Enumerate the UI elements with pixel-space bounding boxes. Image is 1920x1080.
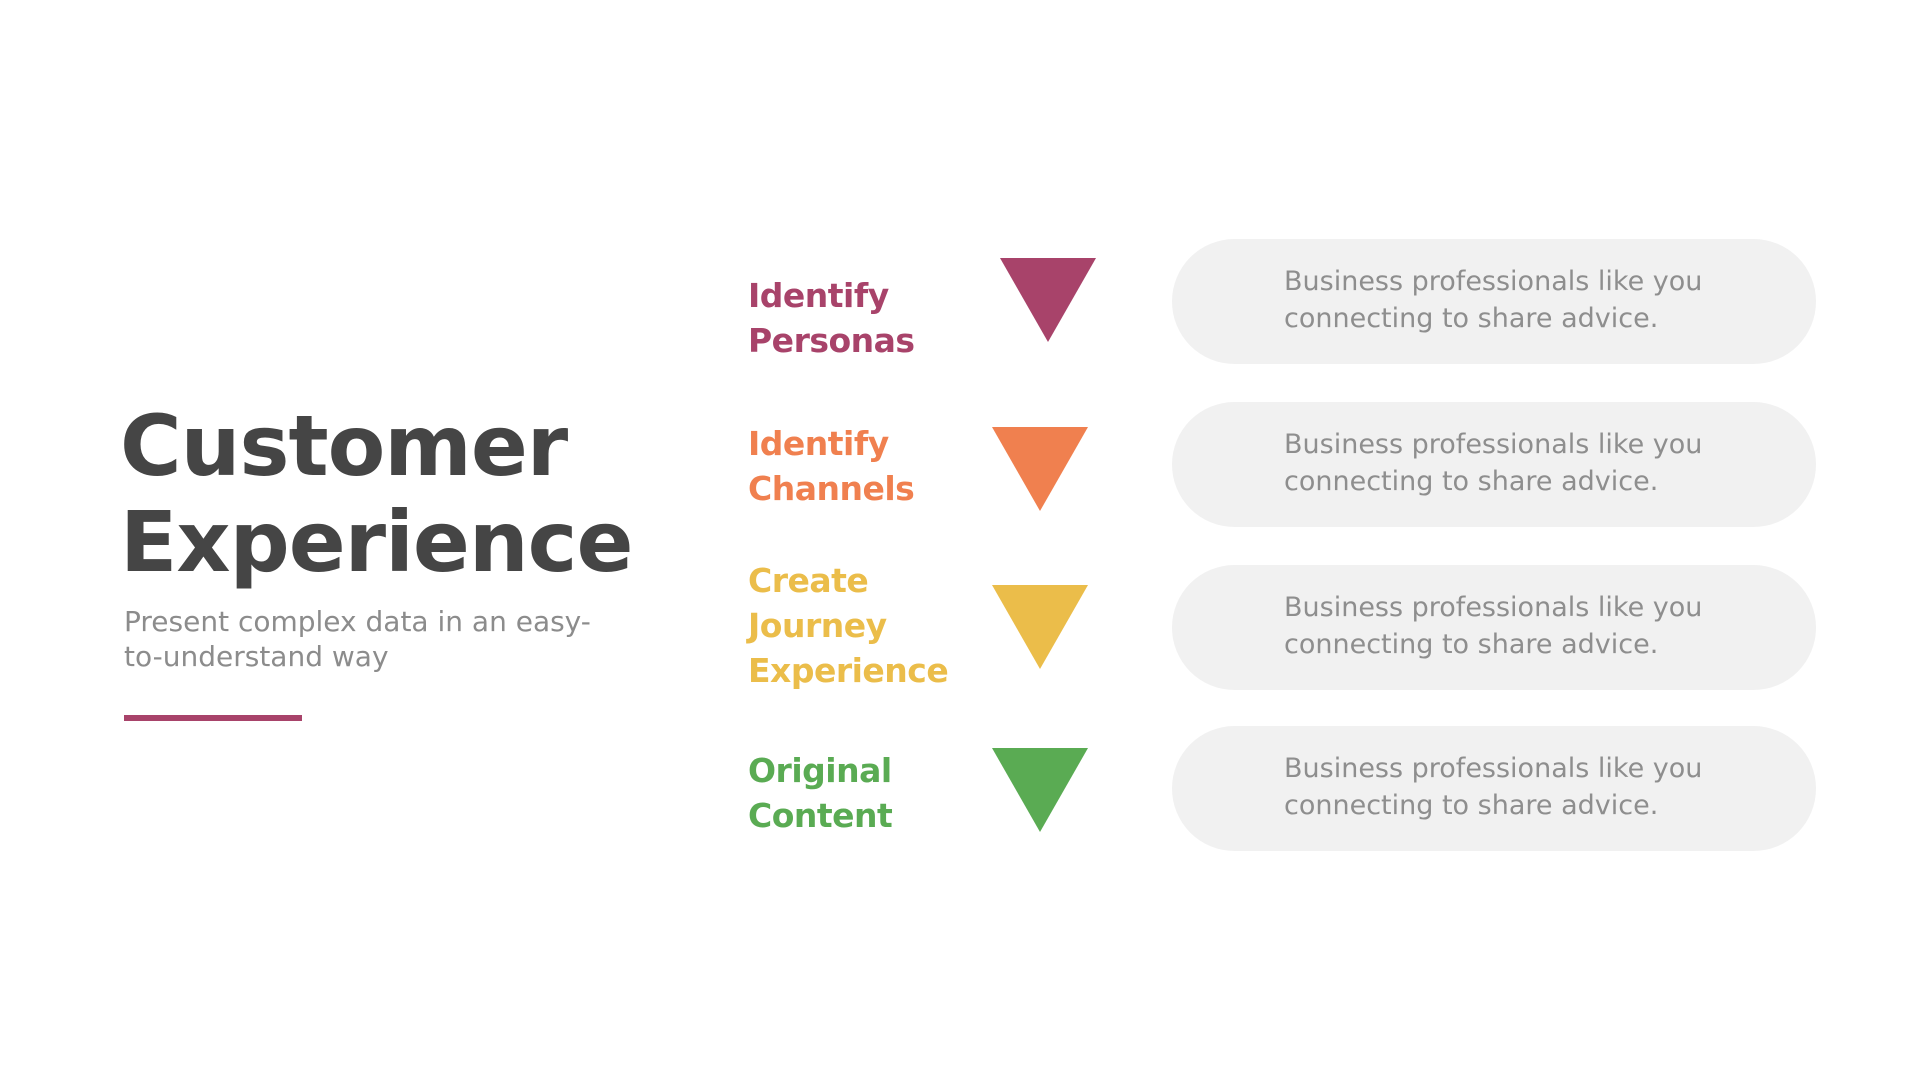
title-line-1: Customer bbox=[120, 397, 568, 495]
down-triangle-icon bbox=[1000, 258, 1096, 342]
step-label-create-journey-experience: Create Journey Experience bbox=[748, 561, 949, 690]
description-pill: Business professionals like you connecti… bbox=[1172, 402, 1816, 527]
description-text: Business professionals like you connecti… bbox=[1284, 266, 1703, 334]
down-triangle-icon bbox=[992, 427, 1088, 511]
description-text: Business professionals like you connecti… bbox=[1284, 592, 1703, 660]
step-label-identify-channels: Identify Channels bbox=[748, 424, 915, 508]
accent-divider bbox=[124, 715, 302, 721]
title-line-2: Experience bbox=[120, 493, 633, 591]
step-label-original-content: Original Content bbox=[748, 751, 893, 835]
slide-subtitle: Present complex data in an easy-to-under… bbox=[124, 605, 591, 673]
description-pill: Business professionals like you connecti… bbox=[1172, 239, 1816, 364]
description-pill: Business professionals like you connecti… bbox=[1172, 726, 1816, 851]
description-text: Business professionals like you connecti… bbox=[1284, 429, 1703, 497]
down-triangle-icon bbox=[992, 585, 1088, 669]
step-label-identify-personas: Identify Personas bbox=[748, 276, 915, 360]
down-triangle-icon bbox=[992, 748, 1088, 832]
slide-title: Customer Experience bbox=[120, 397, 633, 591]
description-pill: Business professionals like you connecti… bbox=[1172, 565, 1816, 690]
description-text: Business professionals like you connecti… bbox=[1284, 753, 1703, 821]
